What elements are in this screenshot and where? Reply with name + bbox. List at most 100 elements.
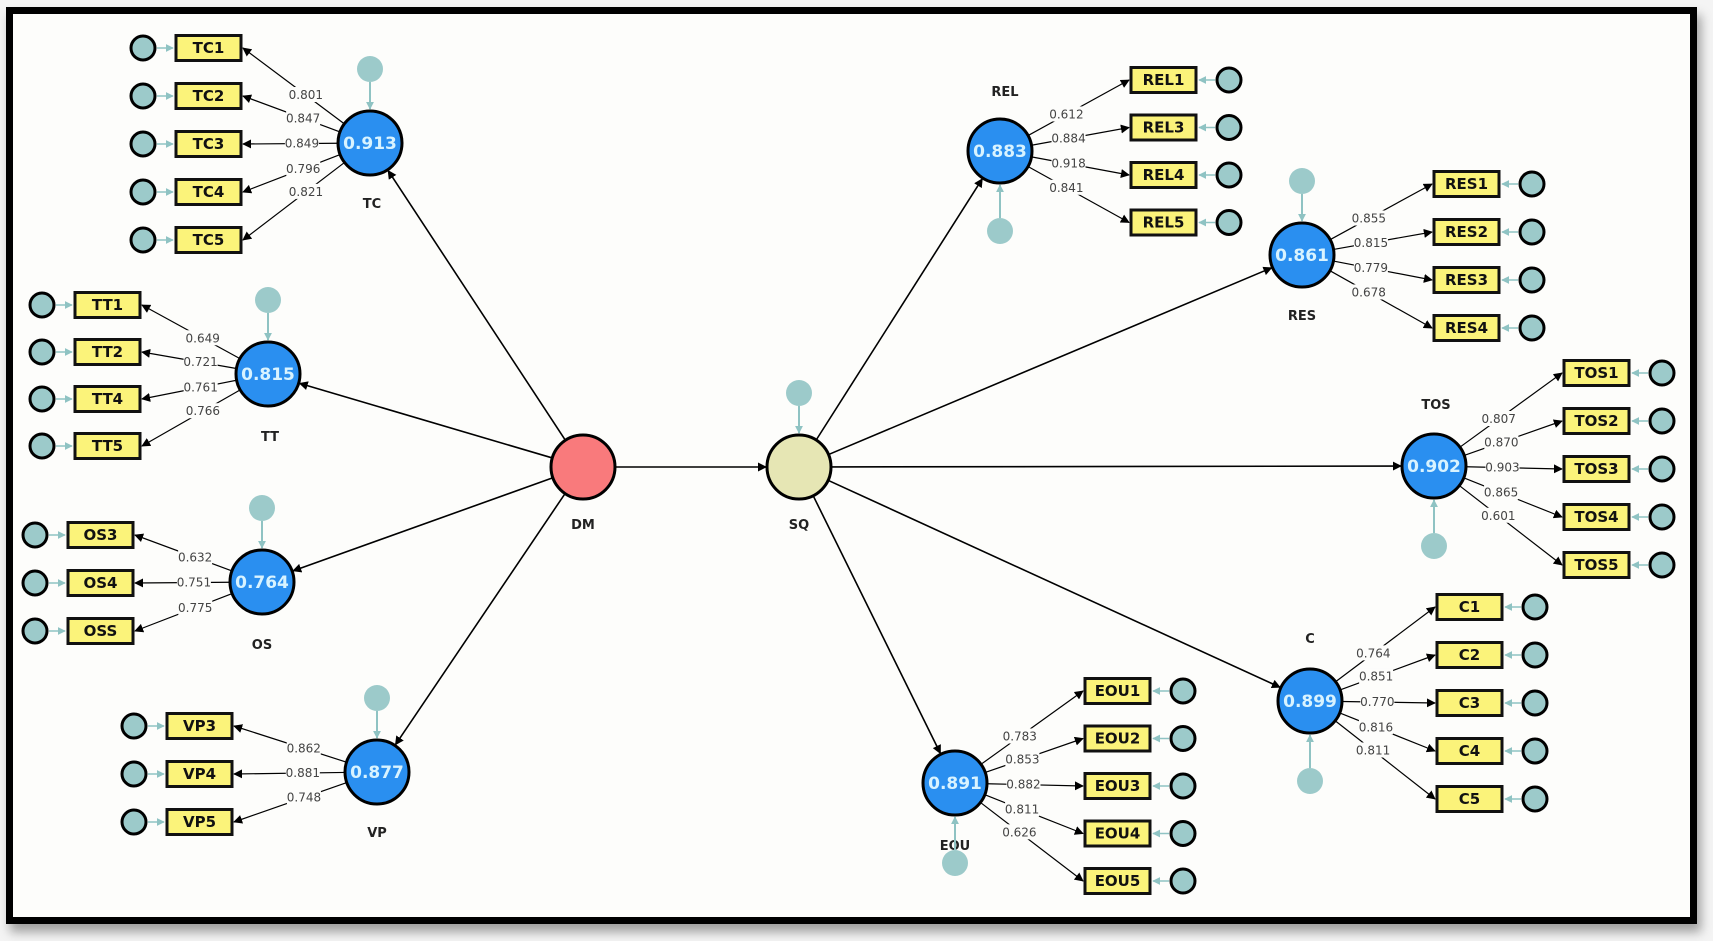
indicator-box[interactable] — [66, 569, 135, 597]
indicator-tos5[interactable]: TOS5 — [1562, 551, 1676, 579]
c-circle[interactable] — [1276, 667, 1344, 735]
indicator-tt5[interactable]: TT5 — [28, 432, 142, 460]
indicator-box[interactable] — [1562, 551, 1631, 579]
indicator-box[interactable] — [1432, 266, 1501, 294]
indicator-res4[interactable]: RES4 — [1432, 314, 1546, 342]
indicator-box[interactable] — [165, 808, 234, 836]
tc-circle[interactable] — [336, 109, 404, 177]
measurement-paths: 0.8010.8470.8490.7960.8210.6490.7210.761… — [134, 47, 1563, 882]
indicator-box[interactable] — [174, 130, 243, 158]
vp-circle[interactable] — [343, 738, 411, 806]
indicator-box[interactable] — [73, 385, 142, 413]
indicator-box[interactable] — [1562, 503, 1631, 531]
indicator-eou4[interactable]: EOU4 — [1083, 819, 1197, 848]
indicator-box[interactable] — [1083, 677, 1152, 705]
tos-circle[interactable] — [1400, 432, 1468, 500]
indicator-os4[interactable]: OS4 — [21, 569, 135, 597]
indicator-box[interactable] — [165, 712, 234, 740]
indicator-tos3[interactable]: TOS3 — [1562, 455, 1676, 483]
indicator-tc3[interactable]: TC3 — [129, 130, 243, 158]
indicator-box[interactable] — [1083, 724, 1152, 753]
indicator-eou1[interactable]: EOU1 — [1083, 677, 1197, 705]
indicator-eou2[interactable]: EOU2 — [1083, 724, 1197, 753]
indicator-box[interactable] — [1129, 161, 1198, 189]
indicator-box[interactable] — [1435, 593, 1504, 621]
indicator-tc5[interactable]: TC5 — [129, 226, 243, 254]
indicator-box[interactable] — [73, 338, 142, 366]
indicator-tos1[interactable]: TOS1 — [1562, 359, 1676, 387]
os-circle[interactable] — [228, 548, 296, 616]
indicator-box[interactable] — [1435, 737, 1504, 765]
indicator-c3[interactable]: C3 — [1435, 689, 1549, 717]
indicator-box[interactable] — [165, 760, 234, 788]
indicator-box[interactable] — [1435, 689, 1504, 717]
eou-circle[interactable] — [921, 749, 989, 817]
indicator-box[interactable] — [174, 82, 243, 110]
indicator-tc1[interactable]: TC1 — [129, 34, 243, 62]
latent-sq[interactable]: SQ — [765, 433, 833, 533]
indicator-box[interactable] — [1083, 772, 1152, 800]
indicator-rel3[interactable]: REL3 — [1129, 113, 1243, 142]
indicator-rel5[interactable]: REL5 — [1129, 208, 1243, 237]
indicator-tt4[interactable]: TT4 — [28, 385, 142, 413]
indicator-box[interactable] — [174, 226, 243, 254]
indicator-box[interactable] — [1129, 113, 1198, 142]
indicator-tt1[interactable]: TT1 — [28, 291, 142, 319]
indicator-res3[interactable]: RES3 — [1432, 266, 1546, 294]
indicator-tos2[interactable]: TOS2 — [1562, 407, 1676, 435]
indicator-box[interactable] — [1562, 359, 1631, 387]
indicator-box[interactable] — [1432, 314, 1501, 342]
indicator-rel1[interactable]: REL1 — [1129, 66, 1243, 94]
indicator-vp5[interactable]: VP5 — [120, 808, 234, 836]
indicator-box[interactable] — [1129, 66, 1198, 94]
indicator-box[interactable] — [66, 521, 135, 549]
res-circle[interactable] — [1268, 221, 1336, 289]
indicator-c2[interactable]: C2 — [1435, 641, 1549, 669]
indicator-box[interactable] — [66, 617, 135, 645]
latent-name: VP — [367, 826, 387, 841]
indicator-os3[interactable]: OS3 — [21, 521, 135, 549]
indicator-box[interactable] — [1432, 170, 1501, 198]
indicator-box[interactable] — [174, 178, 243, 206]
indicator-tc4[interactable]: TC4 — [129, 178, 243, 206]
indicator-res2[interactable]: RES2 — [1432, 218, 1546, 246]
indicator-vp3[interactable]: VP3 — [120, 712, 234, 740]
indicator-eou3[interactable]: EOU3 — [1083, 772, 1197, 800]
indicator-oss[interactable]: OSS — [21, 617, 135, 645]
indicator-rel4[interactable]: REL4 — [1129, 161, 1243, 189]
indicator-box[interactable] — [1083, 819, 1152, 848]
indicator-tos4[interactable]: TOS4 — [1562, 503, 1676, 531]
indicator-res1[interactable]: RES1 — [1432, 170, 1546, 198]
indicator-c4[interactable]: C4 — [1435, 737, 1549, 765]
dm-circle[interactable] — [549, 433, 617, 501]
latent-dm[interactable]: DM — [549, 433, 617, 533]
indicator-box[interactable] — [1083, 867, 1152, 895]
indicator-box[interactable] — [1562, 407, 1631, 435]
indicator-box[interactable] — [1562, 455, 1631, 483]
latent-eou[interactable]: 0.891EOU — [921, 749, 989, 854]
indicator-c5[interactable]: C5 — [1435, 785, 1549, 813]
indicator-c1[interactable]: C1 — [1435, 593, 1549, 621]
indicator-box[interactable] — [73, 432, 142, 460]
indicator-tt2[interactable]: TT2 — [28, 338, 142, 366]
indicator-box[interactable] — [1435, 785, 1504, 813]
tt-circle[interactable] — [234, 340, 302, 408]
sq-circle[interactable] — [765, 433, 833, 501]
indicator-box[interactable] — [1435, 641, 1504, 669]
indicator-vp4[interactable]: VP4 — [120, 760, 234, 788]
indicator-tc2[interactable]: TC2 — [129, 82, 243, 110]
indicator-box[interactable] — [1432, 218, 1501, 246]
indicator-box[interactable] — [174, 34, 243, 62]
indicator-box[interactable] — [1129, 208, 1198, 237]
rel-circle[interactable] — [966, 117, 1034, 185]
indicator-eou5[interactable]: EOU5 — [1083, 867, 1197, 895]
indicator-box[interactable] — [73, 291, 142, 319]
